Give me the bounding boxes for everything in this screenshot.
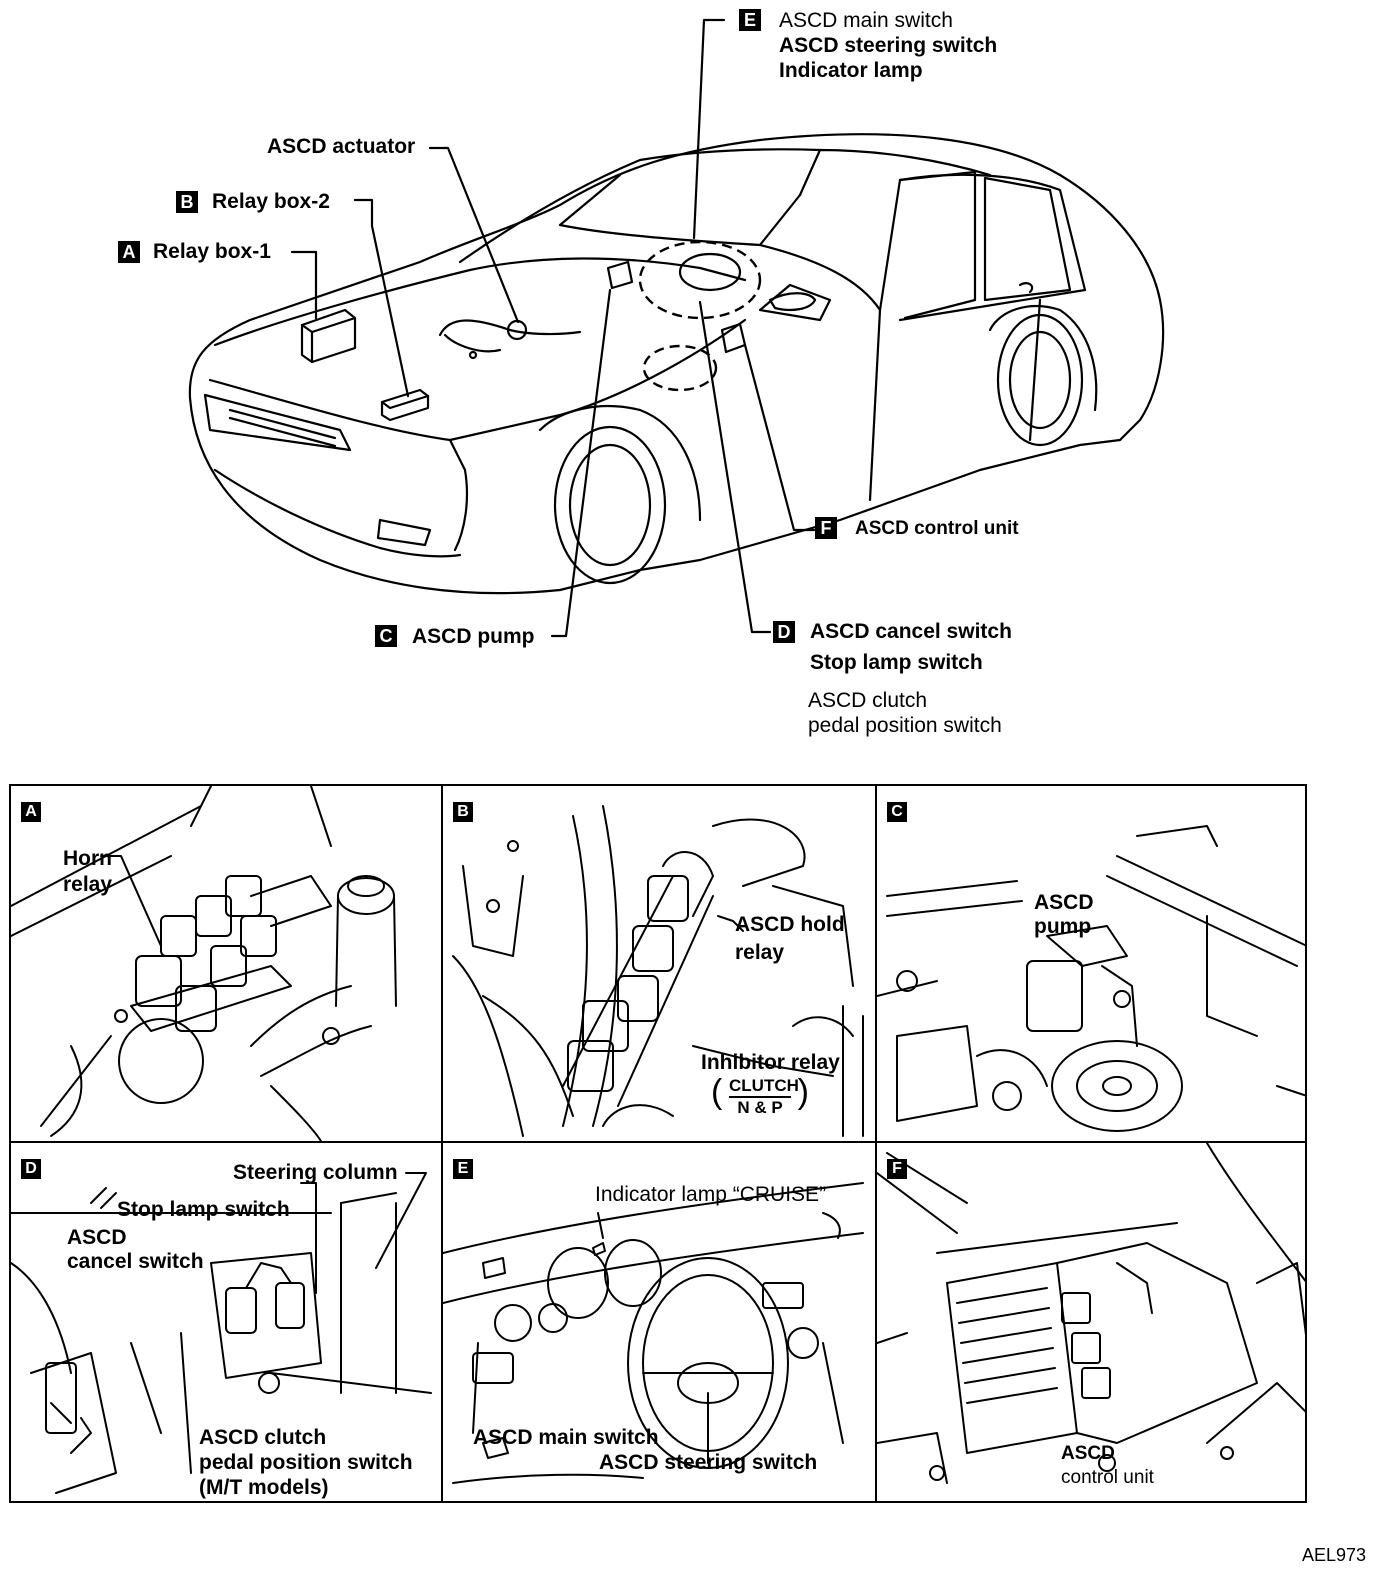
label-ascd-cancel-1: ASCD (67, 1226, 127, 1249)
letter-badge-f: F (815, 517, 837, 539)
label-indicator-lamp: Indicator lamp (779, 59, 923, 82)
label-mt-models: (M/T models) (199, 1476, 329, 1499)
label-stop-lamp-switch: Stop lamp switch (810, 651, 983, 674)
fraction-top: CLUTCH (729, 1076, 799, 1098)
fraction-close-paren: ) (797, 1073, 809, 1111)
letter-badge-b: B (176, 191, 198, 213)
label-ascd-clutch-d: ASCD clutch (199, 1426, 327, 1449)
panel-c-illustration (877, 825, 1305, 1132)
label-ascd-cancel-switch: ASCD cancel switch (810, 620, 1012, 643)
label-ascd-hold-relay-2: relay (735, 941, 785, 964)
label-steering-column: Steering column (233, 1161, 398, 1184)
letter-badge-d: D (773, 621, 795, 643)
panel-c-ascd-pump: C ASCD pump (875, 784, 1307, 1143)
label-ascd-steering-switch-e: ASCD steering switch (599, 1451, 818, 1474)
panel-a-letter: A (21, 802, 41, 822)
label-ascd-control-unit: ASCD control unit (855, 518, 1019, 539)
fraction-bottom: N & P (737, 1098, 783, 1117)
letter-badge-c: C (375, 625, 397, 647)
panel-a-illustration (11, 786, 397, 1141)
label-horn-relay-1: Horn (63, 847, 112, 870)
panel-b-relay-box-2: B ASCD hold relay Inhibitor relay ( CLUT… (441, 784, 877, 1143)
letter-badge-e: E (739, 9, 761, 31)
panel-b-illustration (452, 805, 864, 1137)
label-inhibitor-relay: Inhibitor relay (701, 1051, 840, 1074)
panel-e-dashboard: E Indicator lamp “CRUISE” ASCD main swit… (441, 1141, 877, 1503)
panel-e-illustration (443, 1182, 864, 1484)
figure-code: AEL973 (1301, 1545, 1366, 1565)
panel-f-letter: F (887, 1159, 907, 1179)
label-pedal-position-switch: pedal position switch (808, 714, 1002, 737)
label-clutch-np-fraction: ( CLUTCH N & P ) (711, 1075, 809, 1118)
label-ascd-main-switch-e: ASCD main switch (473, 1426, 659, 1449)
label-ascd-pump-1: ASCD (1034, 891, 1094, 914)
panel-b-letter: B (453, 802, 473, 822)
panel-a-relay-box-1: A Horn relay (9, 784, 443, 1143)
label-ascd-main-switch: ASCD main switch (779, 9, 953, 32)
panel-d-letter: D (21, 1159, 41, 1179)
label-horn-relay-2: relay (63, 873, 113, 896)
label-pedal-position-switch-d: pedal position switch (199, 1451, 413, 1474)
panel-f-control-unit: F ASCD control unit (875, 1141, 1307, 1503)
panel-d-switches: D Steering column Stop lamp switch ASCD … (9, 1141, 443, 1503)
panel-c-letter: C (887, 802, 907, 822)
label-ascd-steering-switch: ASCD steering switch (779, 34, 998, 57)
label-ascd-control-unit-2: control unit (1061, 1467, 1154, 1488)
label-ascd-actuator: ASCD actuator (267, 135, 416, 158)
label-ascd-hold-relay-1: ASCD hold (735, 913, 845, 936)
panel-f-illustration (877, 1143, 1305, 1484)
label-ascd-control-unit-1: ASCD (1061, 1443, 1115, 1464)
letter-badge-a: A (118, 241, 140, 263)
label-stop-lamp-switch-d: Stop lamp switch (117, 1198, 290, 1221)
label-relay-box-1: Relay box-1 (153, 240, 271, 263)
fraction-open-paren: ( (711, 1073, 723, 1111)
label-relay-box-2: Relay box-2 (212, 190, 330, 213)
panel-e-letter: E (453, 1159, 473, 1179)
label-indicator-lamp-cruise: Indicator lamp “CRUISE” (595, 1183, 827, 1206)
label-ascd-pump: ASCD pump (412, 625, 535, 648)
label-ascd-cancel-2: cancel switch (67, 1250, 204, 1273)
label-ascd-pump-2: pump (1034, 915, 1092, 938)
label-ascd-clutch: ASCD clutch (808, 689, 928, 712)
panel-d-illustration (11, 1172, 432, 1494)
car-overview-drawing (188, 18, 1165, 638)
